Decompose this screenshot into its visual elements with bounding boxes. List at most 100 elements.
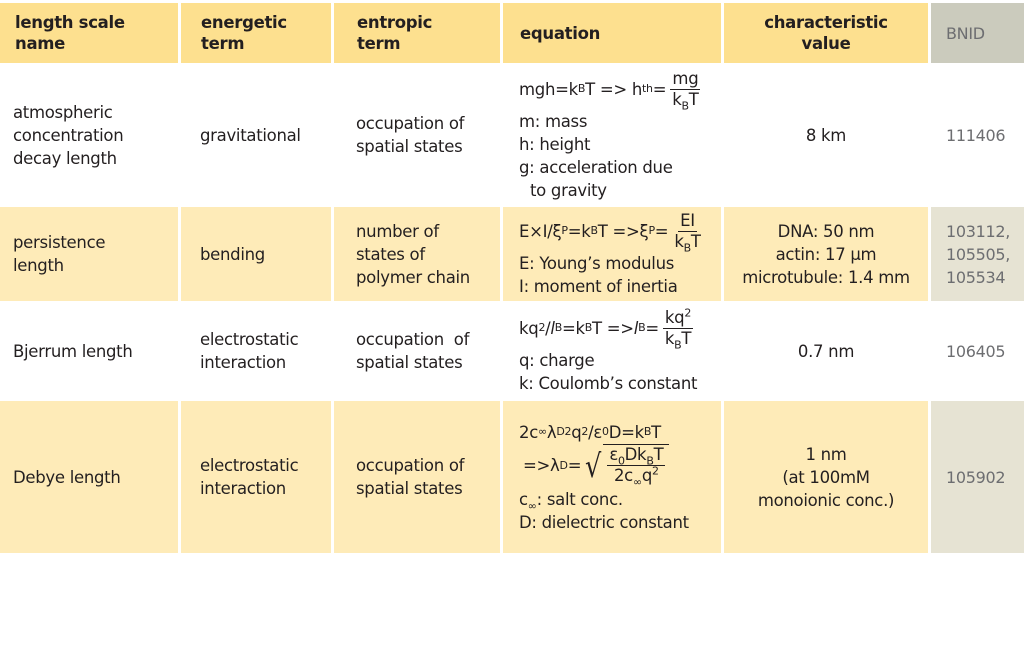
cell-text: spatial states [356, 353, 463, 372]
fraction-numerator: mg [670, 68, 701, 90]
eq-subscript: ∞ [527, 498, 537, 512]
bnid-text: 105505, [946, 244, 1011, 264]
table-row: persistence length bending number of sta… [0, 207, 1024, 301]
length-scale-name-cell: Debye length [0, 401, 178, 553]
header-text: name [15, 34, 66, 53]
fraction-denominator: 2c∞q2 [614, 465, 659, 488]
cell-text: 1 nm [805, 444, 847, 464]
bnid-cell: 105902 [931, 401, 1024, 553]
length-scale-name-cell: persistence length [0, 207, 178, 301]
table-row: Debye length electrostatic interaction o… [0, 401, 1024, 553]
cell-text: interaction [200, 353, 286, 372]
eq-part: /ε [588, 422, 602, 442]
cell-text: DNA: 50 nm [777, 221, 875, 241]
bnid-text: 103112, [946, 221, 1011, 241]
eq-superscript: 2 [684, 306, 692, 319]
equation-note: h: height [519, 134, 591, 154]
eq-part: k [672, 89, 682, 109]
fraction-denominator: kBT [663, 328, 693, 350]
cell-text: decay length [13, 148, 117, 168]
header-text: BNID [946, 23, 985, 43]
cell-text: 8 km [805, 125, 847, 145]
header-entropic-term: entropic term [334, 3, 500, 63]
fraction-numerator: kq2 [662, 306, 694, 329]
header-text: characteristic [764, 13, 888, 32]
cell-text: occupation of [356, 456, 465, 475]
energetic-term-cell: electrostatic interaction [181, 401, 331, 553]
length-scale-name-cell: Bjerrum length [0, 303, 178, 399]
eq-part: T [688, 89, 699, 109]
equation-note: I: moment of inertia [519, 276, 678, 296]
cell-text: spatial states [356, 479, 463, 498]
eq-part: = [652, 79, 667, 99]
cell-text: Bjerrum length [13, 341, 133, 361]
eq-part: Dk [624, 444, 647, 464]
entropic-term-cell: occupation of spatial states [334, 401, 500, 553]
fraction-denominator: kBT [672, 232, 702, 254]
cell-text: occupation of [356, 114, 465, 133]
fraction-numerator: EI [678, 210, 697, 232]
eq-part: D=k [608, 422, 644, 442]
fraction: kq2 kBT [662, 306, 694, 350]
eq-part: =>λ [523, 456, 560, 475]
eq-part: E×I/ξ [519, 221, 562, 241]
eq-subscript: B [683, 240, 692, 254]
square-root: √ ε0DkBT 2c∞q2 [583, 443, 670, 488]
header-text: energetic [201, 13, 287, 32]
fraction: EI kBT [672, 210, 702, 254]
cell-text: concentration [13, 125, 124, 145]
entropic-term-cell: occupation of spatial states [334, 65, 500, 205]
cell-text: Debye length [13, 467, 121, 487]
eq-part: T => [591, 318, 634, 338]
eq-part: q [571, 422, 582, 442]
characteristic-value-cell: DNA: 50 nm actin: 17 µm microtubule: 1.4… [724, 207, 928, 301]
table-header-row: length scale name energetic term entropi… [0, 3, 1024, 63]
cell-text: polymer chain [356, 267, 470, 287]
eq-part: T [681, 328, 692, 348]
cell-text: bending [200, 244, 265, 264]
eq-part: kq [519, 318, 539, 338]
eq-part: λ [546, 422, 557, 442]
equation-note: c∞: salt conc. [519, 488, 689, 511]
fraction-denominator: kBT [670, 89, 700, 111]
equation-note: to gravity [530, 180, 607, 200]
cell-text: spatial states [356, 137, 463, 156]
radical-sign-icon: √ [585, 446, 602, 485]
fraction-numerator: ε0DkBT [607, 444, 666, 466]
header-length-scale-name: length scale name [0, 3, 178, 63]
header-text: equation [520, 23, 601, 43]
cell-text: monoionic conc.) [757, 490, 895, 510]
eq-part: c [519, 489, 528, 509]
cell-text: number of [356, 221, 439, 241]
eq-part: l [550, 318, 555, 338]
cell-text: atmospheric [13, 102, 113, 122]
bnid-text: 111406 [946, 125, 1006, 145]
eq-part: / [545, 318, 551, 338]
characteristic-value-cell: 0.7 nm [724, 303, 928, 399]
fraction: mg kBT [670, 68, 701, 111]
bnid-cell: 103112, 105505, 105534 [931, 207, 1024, 301]
eq-subscript: ∞ [632, 474, 642, 488]
entropic-term-cell: number of states of polymer chain [334, 207, 500, 301]
header-characteristic-value: characteristic value [724, 3, 928, 63]
length-scales-table: length scale name energetic term entropi… [0, 3, 1024, 555]
bnid-cell: 111406 [931, 65, 1024, 205]
cell-text: occupation of [356, 330, 470, 349]
cell-text: electrostatic [200, 456, 299, 475]
header-text: entropic [357, 13, 433, 32]
equation-note: k: Coulomb’s constant [519, 373, 698, 393]
cell-text: 0.7 nm [797, 341, 855, 361]
cell-text: interaction [200, 479, 286, 498]
characteristic-value-cell: 1 nm (at 100mM monoionic conc.) [724, 401, 928, 553]
eq-part: T => h [585, 79, 643, 99]
